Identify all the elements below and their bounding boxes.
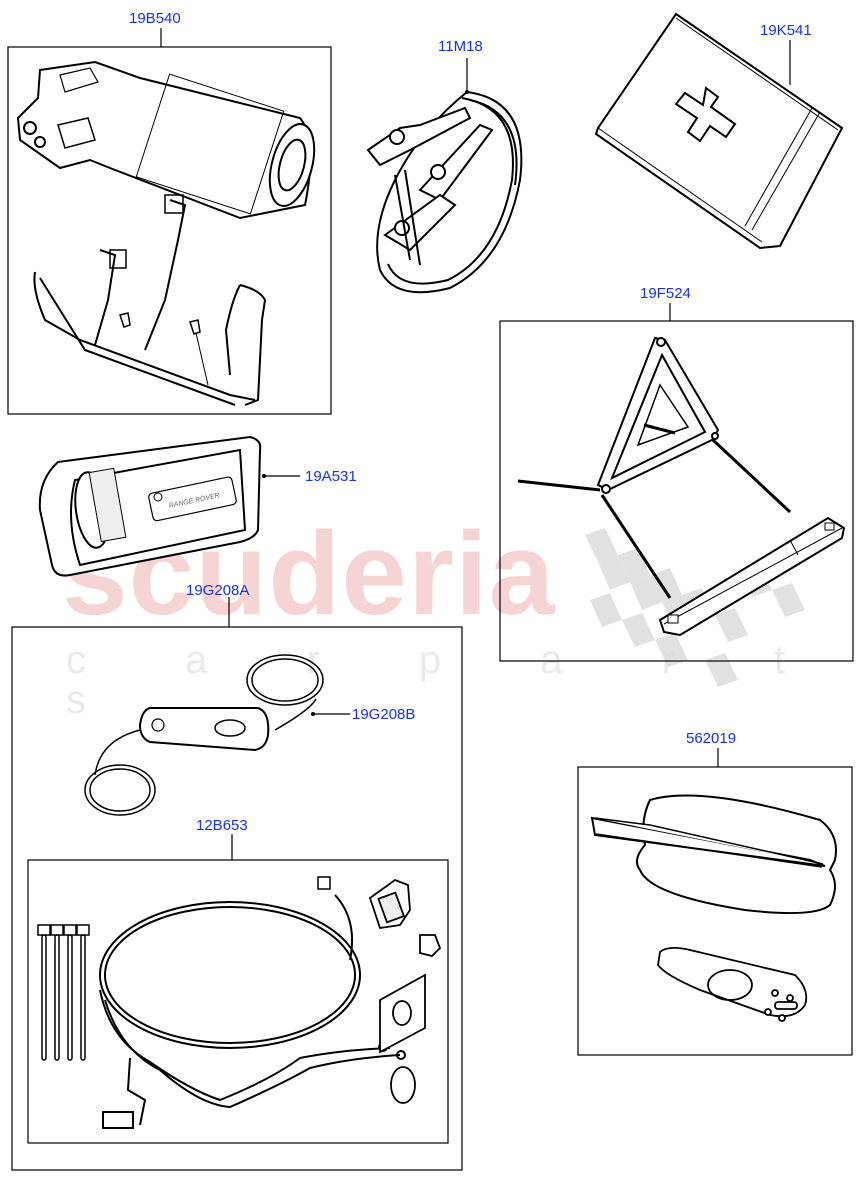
callout-19K541[interactable]: 19K541	[760, 22, 812, 39]
pouch	[590, 794, 837, 915]
warning-triangle-group	[499, 303, 854, 662]
callout-19G208B[interactable]: 19G208B	[352, 706, 416, 723]
wiring-harness	[99, 876, 406, 1129]
callout-12B653[interactable]: 12B653	[196, 817, 248, 834]
booster-cables-group	[366, 58, 523, 294]
first-aid-kit	[594, 12, 844, 250]
callout-19A531[interactable]: 19A531	[305, 468, 357, 485]
booster-cables	[366, 91, 523, 294]
wiring-harness-group	[27, 834, 449, 1144]
callout-19B540[interactable]: 19B540	[129, 10, 181, 27]
first-aid-kit-group	[594, 12, 844, 250]
warning-triangle	[517, 336, 792, 599]
charger-kit-group	[11, 597, 463, 1171]
triangle-storage-case	[658, 516, 846, 637]
cable-ties	[37, 924, 90, 1061]
gasket-plate	[379, 973, 426, 1054]
fire-extinguisher	[16, 60, 316, 220]
torch: RANGE ROVER	[38, 435, 262, 577]
mounting-bracket	[33, 194, 267, 406]
callout-562019[interactable]: 562019	[686, 730, 737, 747]
o-ring	[390, 1066, 416, 1104]
power-socket	[368, 878, 442, 957]
torch-group: RANGE ROVER	[38, 435, 300, 577]
tyre-repair-kit-group	[577, 748, 853, 1056]
remote-unit	[657, 947, 808, 1022]
callout-19G208A[interactable]: 19G208A	[186, 582, 250, 599]
callout-19F524[interactable]: 19F524	[640, 285, 691, 302]
fire-extinguisher-group	[7, 28, 332, 415]
charger-unit	[84, 654, 324, 816]
callout-11M18[interactable]: 11M18	[438, 38, 483, 55]
